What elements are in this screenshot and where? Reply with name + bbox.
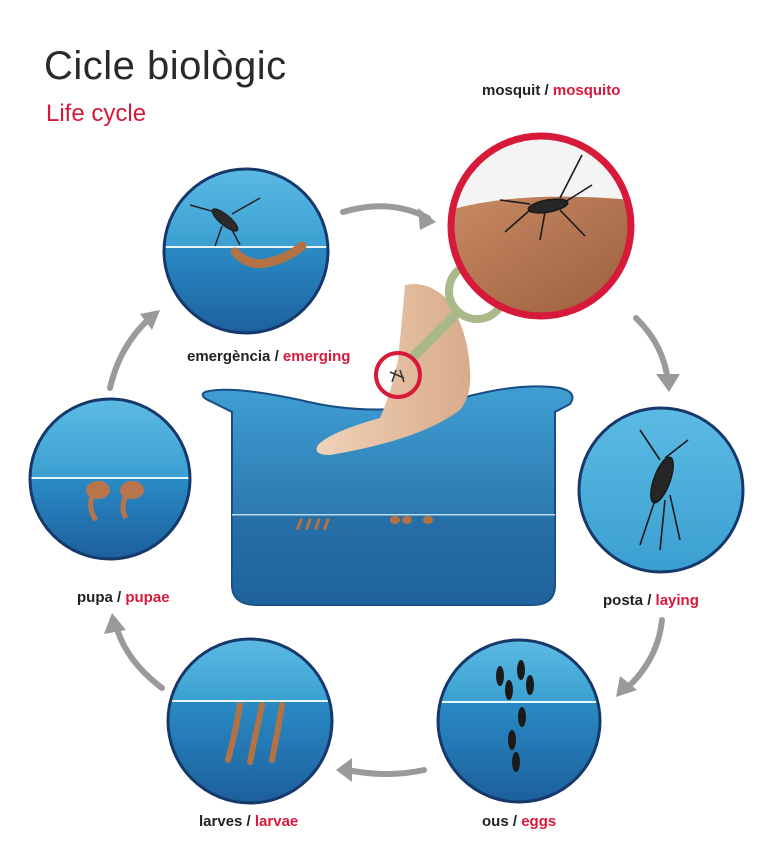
laying-stage-image	[579, 408, 743, 572]
label-pupae-ca: pupa	[77, 589, 113, 606]
diagram-subtitle: Life cycle	[46, 100, 147, 127]
label-laying: posta / laying	[603, 592, 699, 609]
label-larvae: larves / larvae	[199, 813, 298, 830]
label-mosquito-ca: mosquit	[482, 82, 541, 99]
label-separator: /	[647, 592, 652, 609]
label-emerging: emergència / emerging	[187, 348, 350, 365]
mosquito-stage-image	[451, 136, 631, 316]
basin-larvae	[295, 516, 433, 531]
label-emerging-ca: emergència	[187, 348, 271, 365]
emerging-stage-circle	[162, 167, 330, 335]
larvae-stage-circle	[166, 637, 334, 805]
arrow-eggs-to-larvae	[344, 767, 427, 777]
label-eggs-ca: ous	[482, 813, 509, 830]
diagram-title: Cicle biològic	[44, 44, 287, 88]
arrow-pupae-to-emerging	[107, 315, 153, 391]
label-eggs-en: eggs	[521, 813, 557, 830]
hand-illustration	[316, 284, 471, 455]
water-basin	[201, 385, 574, 606]
mosquito-highlight-ring	[374, 351, 422, 399]
arrow-emerging-to-mosquito	[340, 203, 431, 221]
mosquito-stage-circle	[447, 132, 635, 320]
label-larvae-ca: larves	[199, 813, 243, 830]
label-mosquito-en: mosquito	[552, 82, 621, 99]
label-separator: /	[117, 589, 122, 606]
label-separator: /	[274, 348, 279, 365]
label-separator: /	[246, 813, 251, 830]
label-pupae-en: pupae	[125, 589, 170, 606]
label-pupae: pupa / pupae	[77, 589, 170, 606]
pupae-stage-circle	[28, 397, 192, 561]
arrow-heads	[104, 208, 680, 782]
label-laying-ca: posta	[603, 592, 644, 609]
arrow-mosquito-to-laying	[633, 315, 671, 385]
small-mosquito-icon	[389, 369, 405, 383]
eggs-stage-circle	[436, 638, 602, 804]
label-laying-en: laying	[655, 592, 699, 609]
label-larvae-en: larvae	[254, 813, 299, 830]
label-eggs: ous / eggs	[482, 813, 556, 830]
label-separator: /	[544, 82, 549, 99]
label-separator: /	[512, 813, 518, 830]
label-emerging-en: emerging	[282, 348, 351, 365]
laying-stage-circle	[577, 406, 745, 574]
arrow-laying-to-eggs	[622, 617, 665, 693]
emerging-stage-image	[164, 169, 328, 333]
label-mosquito: mosquit / mosquito	[482, 82, 620, 99]
arrow-larvae-to-pupae	[113, 622, 165, 691]
